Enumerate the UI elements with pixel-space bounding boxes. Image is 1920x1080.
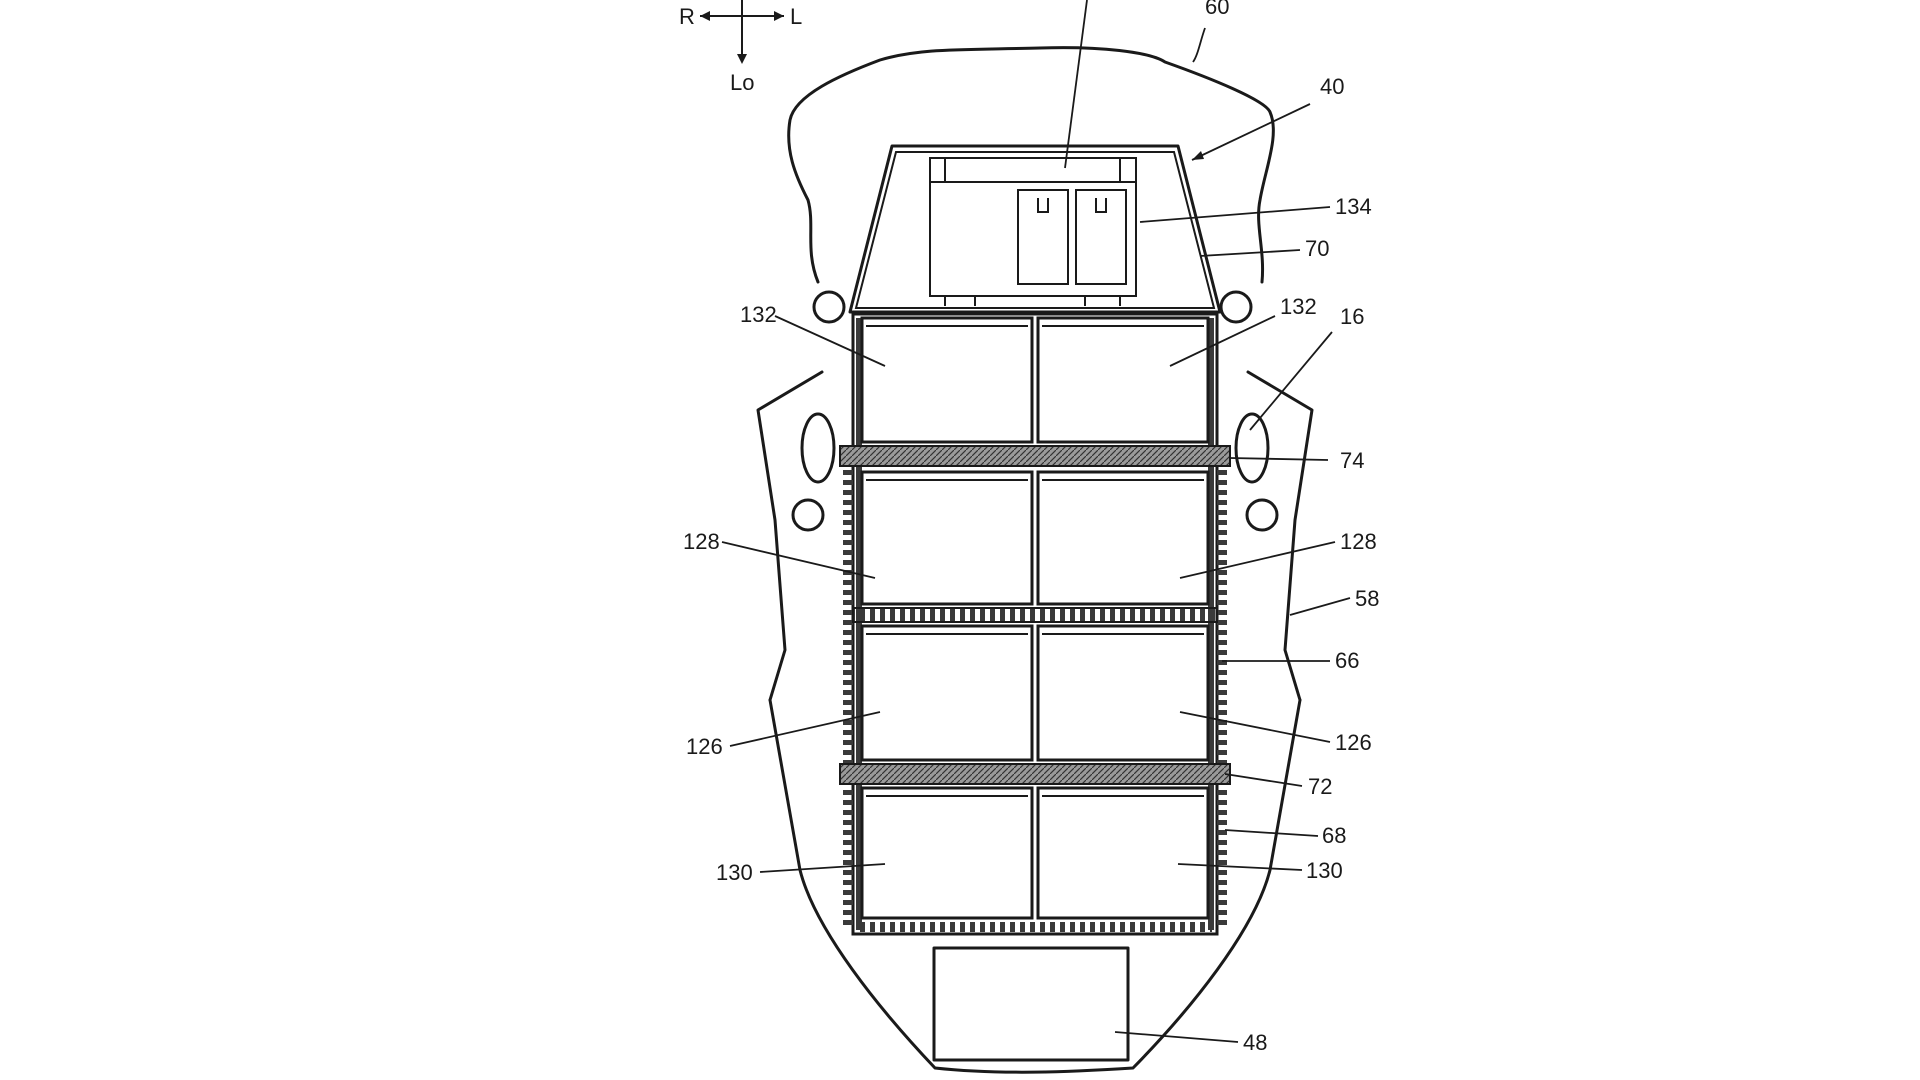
- label-74: 74: [1340, 448, 1364, 473]
- label-132-right: 132: [1280, 294, 1317, 319]
- direction-right-label: R: [679, 4, 695, 29]
- mount-hole-lower-right: [1247, 500, 1277, 530]
- mount-hole-lower-left: [793, 500, 823, 530]
- direction-lower-label: Lo: [730, 70, 754, 95]
- front-cowl-outline: [789, 48, 1274, 282]
- label-16: 16: [1340, 304, 1364, 329]
- label-128-right: 128: [1340, 529, 1377, 554]
- label-72: 72: [1308, 774, 1332, 799]
- battery-cell-132-right: [1038, 318, 1208, 442]
- mount-hole-upper-right: [1221, 292, 1251, 322]
- frame-opening-left: [802, 414, 834, 482]
- cross-member-lower: [840, 764, 1230, 784]
- battery-cell-132-left: [862, 318, 1032, 442]
- label-70: 70: [1305, 236, 1329, 261]
- direction-left-label: L: [790, 4, 802, 29]
- label-134: 134: [1335, 194, 1372, 219]
- frame-opening-right: [1236, 414, 1268, 482]
- battery-cell-130-left: [862, 788, 1032, 918]
- battery-cell-130-right: [1038, 788, 1208, 918]
- label-130-left: 130: [716, 860, 753, 885]
- label-60: 60: [1205, 0, 1229, 19]
- label-132-left: 132: [740, 302, 777, 327]
- electrical-box: [930, 158, 1136, 306]
- label-126-left: 126: [686, 734, 723, 759]
- battery-cell-126-left: [862, 626, 1032, 760]
- cross-member-upper: [840, 446, 1230, 466]
- label-40: 40: [1320, 74, 1344, 99]
- label-66: 66: [1335, 648, 1359, 673]
- side-shroud-left-upper: [758, 372, 822, 700]
- mount-hole-upper-left: [814, 292, 844, 322]
- upper-housing: [850, 146, 1220, 312]
- label-68: 68: [1322, 823, 1346, 848]
- label-48: 48: [1243, 1030, 1267, 1055]
- orientation-indicator: R L Lo: [679, 0, 802, 95]
- divider-rib-middle: [853, 608, 1217, 622]
- label-128-left: 128: [683, 529, 720, 554]
- battery-cell-128-right: [1038, 472, 1208, 604]
- lower-component-box: [934, 948, 1128, 1060]
- battery-cell-128-left: [862, 472, 1032, 604]
- label-58: 58: [1355, 586, 1379, 611]
- label-130-right: 130: [1306, 858, 1343, 883]
- battery-cell-126-right: [1038, 626, 1208, 760]
- label-126-right: 126: [1335, 730, 1372, 755]
